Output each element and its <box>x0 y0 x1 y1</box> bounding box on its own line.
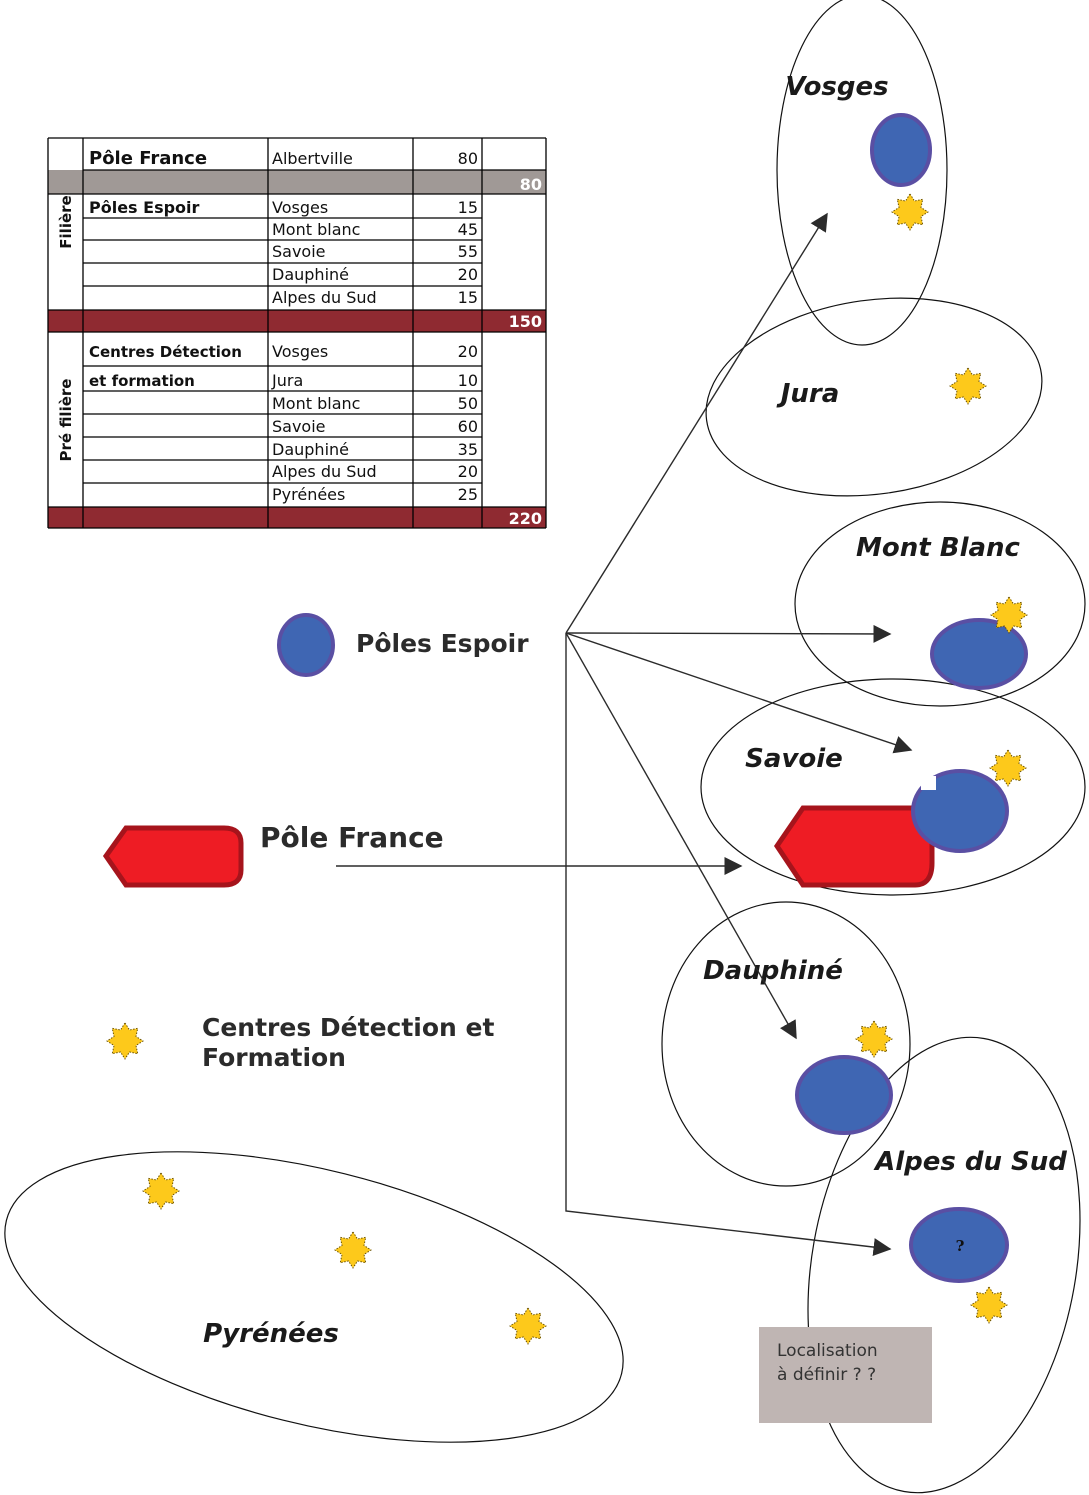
table-cell-site: Alpes du Sud <box>272 462 377 481</box>
region-label-vosges: Vosges <box>785 72 888 102</box>
arrow-to-dauphine <box>565 632 797 1040</box>
arrow-to-mont-blanc <box>565 624 892 643</box>
region-label-savoie: Savoie <box>745 744 843 774</box>
pole-espoir-marker-vosges <box>870 113 932 187</box>
table-cell-site: Dauphiné <box>272 265 349 284</box>
table-cell-site: Vosges <box>272 198 328 217</box>
centre-detection-star-pyrenees-2 <box>334 1231 372 1269</box>
table-cell-site: Savoie <box>272 417 326 436</box>
pole-france-markers <box>102 805 935 888</box>
legend-label-centres-detection: Centres Détection et <box>202 1013 495 1042</box>
table-cell-site: Jura <box>271 371 303 390</box>
table-cell-value: 10 <box>458 371 478 390</box>
savoie-marker-notch <box>921 776 936 790</box>
pre-filiere-total: 220 <box>509 509 542 528</box>
table-cell-site: Vosges <box>272 342 328 361</box>
legend-label-clip <box>196 1068 396 1080</box>
arrow-to-savoie <box>565 632 913 754</box>
table-cell-value: 20 <box>458 462 478 481</box>
centre-detection-star-pyrenees-1 <box>142 1172 180 1210</box>
region-savoie-outline <box>700 678 1086 896</box>
table-cell-value: 15 <box>458 198 478 217</box>
table-grid <box>47 137 547 529</box>
pole-espoir-marker-alpes-du-sud <box>909 1207 1009 1283</box>
arrow-to-alpes-du-sud <box>565 633 892 1257</box>
legend-label-formation: Formation <box>202 1043 346 1072</box>
region-label-jura: Jura <box>776 379 840 409</box>
pole-espoir-marker-savoie <box>911 769 1009 853</box>
note-line-2: à définir ? ? <box>777 1365 877 1385</box>
table-cell-value: 80 <box>458 149 478 168</box>
centre-detection-star-legend <box>106 1022 144 1060</box>
region-vosges-outline <box>776 0 948 346</box>
table-cell-value: 45 <box>458 220 478 239</box>
table-cell-value: 25 <box>458 485 478 504</box>
side-label-pre-filiere: Pré filière <box>57 379 75 462</box>
table-cell-value: 55 <box>458 242 478 261</box>
region-jura-outline <box>705 297 1043 497</box>
centre-detection-star-mont-blanc <box>990 596 1028 634</box>
connector-arrows <box>336 212 913 1257</box>
region-alpes-du-sud-outline <box>807 1036 1081 1494</box>
pole-france-marker-savoie <box>773 805 935 888</box>
centre-detection-star-pyrenees-3 <box>509 1307 547 1345</box>
pole-espoir-marker-mont-blanc <box>930 618 1028 690</box>
pole-france-subtotal: 80 <box>520 175 542 194</box>
table-group-centres-detection-2: et formation <box>89 372 195 390</box>
region-label-mont-blanc: Mont Blanc <box>856 533 1021 563</box>
centre-detection-star-alpes-du-sud <box>970 1286 1008 1324</box>
table-cell-value: 15 <box>458 288 478 307</box>
table-cell-site: Alpes du Sud <box>272 288 377 307</box>
localisation-note: Localisation à définir ? ? <box>759 1327 932 1423</box>
table-cell-site: Dauphiné <box>272 440 349 459</box>
filiere-total: 150 <box>509 312 542 331</box>
centre-detection-star-savoie <box>989 749 1027 787</box>
note-line-1: Localisation <box>777 1341 878 1361</box>
arrow-to-vosges <box>565 212 828 634</box>
table-cell-site: Mont blanc <box>272 220 360 239</box>
summary-table: Filière Pré filière Pôle France Albertvi… <box>47 137 547 529</box>
table-cell-value: 20 <box>458 342 478 361</box>
table-group-centres-detection: Centres Détection <box>89 343 242 361</box>
table-group-poles-espoir: Pôles Espoir <box>89 198 200 217</box>
table-cell-value: 20 <box>458 265 478 284</box>
filiere-total-bar <box>48 310 546 332</box>
pole-france-subtotal-bar <box>48 170 546 194</box>
legend-label-poles-espoir: Pôles Espoir <box>356 629 529 658</box>
region-label-pyrenees: Pyrénées <box>203 1319 339 1349</box>
table-cell-site: Savoie <box>272 242 326 261</box>
region-label-dauphine: Dauphiné <box>703 956 843 986</box>
table-cell-site: Pyrénées <box>272 485 345 504</box>
pole-espoir-marker-dauphine <box>795 1055 893 1135</box>
centre-detection-star-jura <box>949 367 987 405</box>
table-cell-value: 35 <box>458 440 478 459</box>
centre-detection-star-vosges <box>891 193 929 231</box>
table-group-pole-france: Pôle France <box>89 148 207 169</box>
pre-filiere-total-bar <box>48 507 546 528</box>
pole-espoir-marker-legend <box>277 613 335 677</box>
table-cell-site: Albertville <box>272 149 353 168</box>
legend-label-pole-france: Pôle France <box>260 821 444 854</box>
region-pyrenees-outline <box>4 1151 624 1443</box>
alpes-du-sud-question-mark: ? <box>956 1237 965 1255</box>
table-cell-value: 60 <box>458 417 478 436</box>
pole-france-marker-legend <box>102 825 244 888</box>
region-dauphine-outline <box>661 901 911 1187</box>
table-cell-site: Mont blanc <box>272 394 360 413</box>
centre-detection-star-dauphine <box>855 1020 893 1058</box>
side-label-filiere: Filière <box>57 195 75 248</box>
region-mont-blanc-outline <box>794 501 1086 707</box>
region-label-alpes-du-sud: Alpes du Sud <box>873 1147 1067 1177</box>
table-cell-value: 50 <box>458 394 478 413</box>
pole-espoir-markers <box>277 113 1028 1283</box>
